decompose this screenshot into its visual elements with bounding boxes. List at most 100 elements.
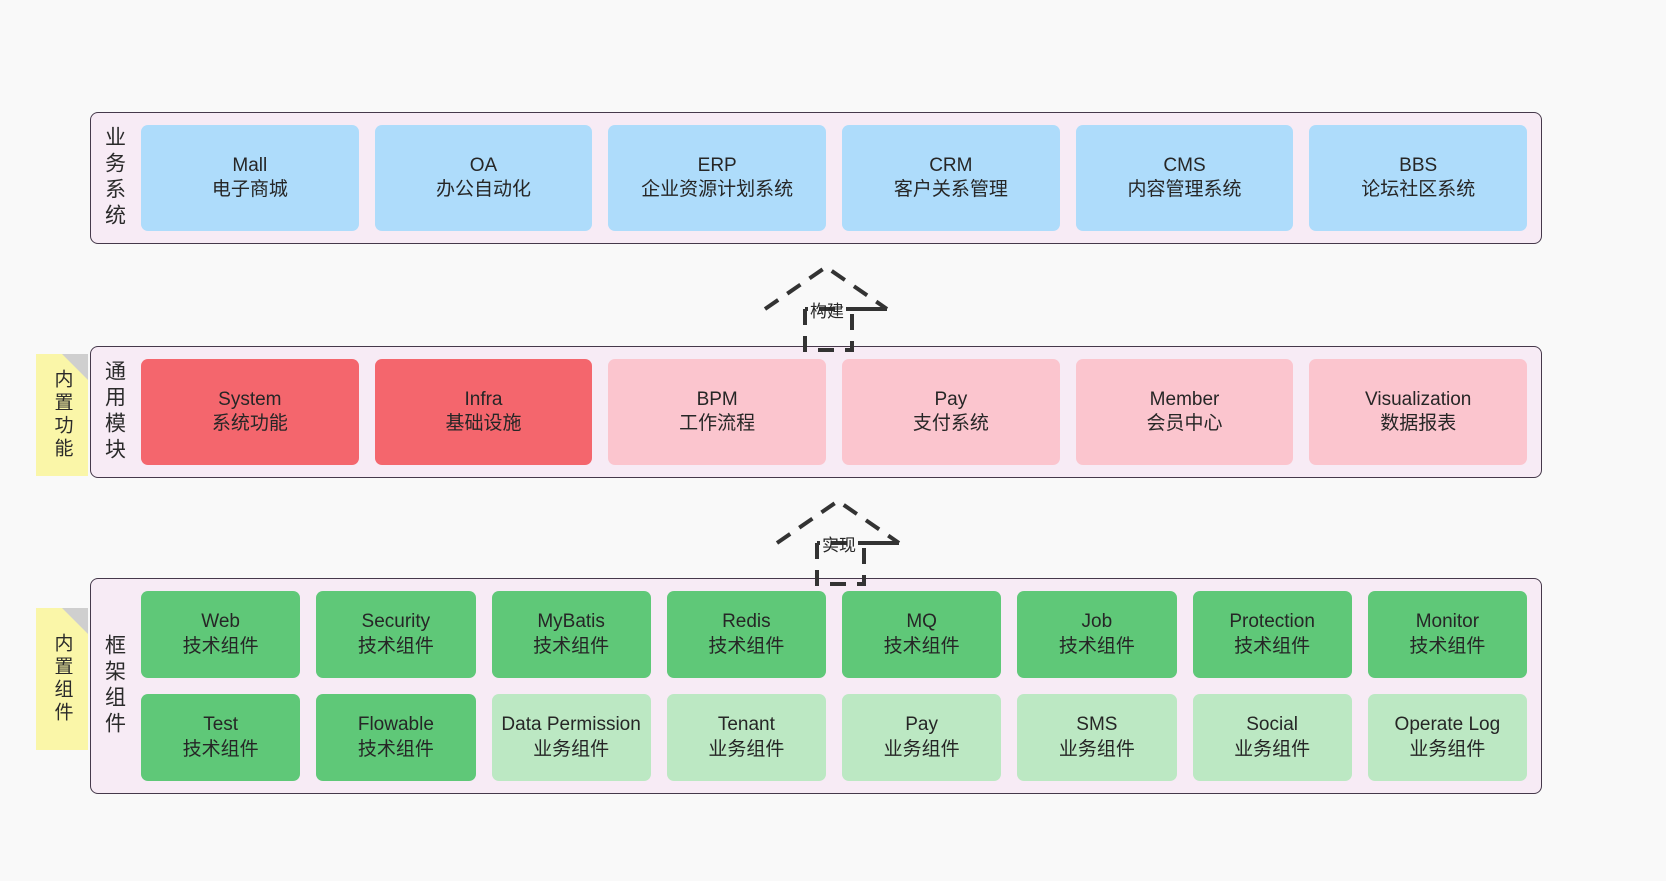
layer-business-systems-body: Mall 电子商城 OA 办公自动化 ERP 企业资源计划系统 CRM 客户关系… [137, 113, 1541, 243]
card-member-name: Member [1149, 388, 1220, 410]
card-operate-log-name: Operate Log [1394, 714, 1501, 736]
card-mall[interactable]: Mall 电子商城 [141, 125, 359, 231]
card-sms-desc: 业务组件 [1058, 738, 1135, 760]
card-data-permission[interactable]: Data Permission 业务组件 [491, 694, 651, 781]
card-mq-desc: 技术组件 [883, 635, 960, 657]
card-monitor-desc: 技术组件 [1409, 635, 1486, 657]
card-web-name: Web [201, 611, 240, 633]
card-erp-desc: 企业资源计划系统 [641, 179, 794, 200]
card-crm-name: CRM [929, 154, 973, 176]
card-oa[interactable]: OA 办公自动化 [374, 125, 593, 231]
card-job-desc: 技术组件 [1058, 635, 1135, 657]
framework-business-card-row: Test 技术组件 Flowable 技术组件 Data Permission … [141, 694, 1527, 781]
card-bpm[interactable]: BPM 工作流程 [608, 359, 827, 465]
sticky-fold-icon [62, 608, 88, 634]
layer-common-modules-body: System 系统功能 Infra 基础设施 BPM 工作流程 Pay 支付系统… [137, 347, 1541, 477]
card-oa-name: OA [469, 154, 498, 176]
layer-business-systems: 业务系统 Mall 电子商城 OA 办公自动化 ERP 企业资源计划系统 CRM… [90, 112, 1542, 244]
card-security-name: Security [361, 611, 431, 633]
card-security[interactable]: Security 技术组件 [316, 591, 476, 678]
layer-framework-components: 框架组件 Web 技术组件 Security 技术组件 MyBatis 技术组件… [90, 578, 1542, 794]
card-sms[interactable]: SMS 业务组件 [1017, 694, 1177, 781]
card-job[interactable]: Job 技术组件 [1017, 591, 1177, 678]
card-pay-module[interactable]: Pay 支付系统 [842, 359, 1060, 465]
card-protection-desc: 技术组件 [1234, 635, 1311, 657]
card-web-desc: 技术组件 [182, 635, 259, 657]
card-operate-log-desc: 业务组件 [1409, 738, 1486, 760]
card-flowable-name: Flowable [357, 714, 434, 736]
sticky-fold-icon [62, 354, 88, 380]
card-web[interactable]: Web 技术组件 [141, 591, 301, 678]
connector-implement: 实现 [772, 496, 922, 586]
card-cms-name: CMS [1163, 154, 1206, 176]
card-visualization[interactable]: Visualization 数据报表 [1309, 359, 1528, 465]
card-tenant-name: Tenant [717, 714, 775, 736]
card-protection[interactable]: Protection 技术组件 [1192, 591, 1352, 678]
card-security-desc: 技术组件 [357, 635, 434, 657]
card-infra[interactable]: Infra 基础设施 [374, 359, 593, 465]
card-test-desc: 技术组件 [182, 738, 259, 760]
card-visualization-name: Visualization [1365, 388, 1472, 410]
card-mq-name: MQ [906, 611, 937, 633]
layer-business-systems-title: 业务系统 [102, 126, 126, 230]
card-cms[interactable]: CMS 内容管理系统 [1075, 125, 1294, 231]
card-mybatis[interactable]: MyBatis 技术组件 [491, 591, 651, 678]
card-monitor-name: Monitor [1415, 611, 1480, 633]
card-bpm-desc: 工作流程 [679, 413, 756, 434]
card-visualization-desc: 数据报表 [1380, 413, 1457, 434]
card-sms-name: SMS [1076, 714, 1118, 736]
card-erp-name: ERP [697, 154, 737, 176]
card-tenant[interactable]: Tenant 业务组件 [666, 694, 826, 781]
card-mq[interactable]: MQ 技术组件 [842, 591, 1002, 678]
layer-framework-components-body: Web 技术组件 Security 技术组件 MyBatis 技术组件 Redi… [137, 579, 1541, 793]
card-pay-component-name: Pay [905, 714, 938, 736]
card-crm-desc: 客户关系管理 [893, 179, 1008, 200]
card-pay-component-desc: 业务组件 [883, 738, 960, 760]
card-mybatis-name: MyBatis [537, 611, 605, 633]
connector-implement-label: 实现 [822, 536, 856, 555]
common-card-row: System 系统功能 Infra 基础设施 BPM 工作流程 Pay 支付系统… [141, 359, 1528, 465]
card-system[interactable]: System 系统功能 [141, 359, 359, 465]
card-redis[interactable]: Redis 技术组件 [666, 591, 826, 678]
sticky-note-builtin-components-label: 内置组件 [51, 633, 73, 725]
sticky-note-builtin-components: 内置组件 [36, 608, 88, 750]
card-pay-component[interactable]: Pay 业务组件 [842, 694, 1002, 781]
card-bpm-name: BPM [696, 388, 738, 410]
card-redis-name: Redis [722, 611, 771, 633]
card-social-name: Social [1246, 714, 1298, 736]
connector-build: 构建 [760, 262, 910, 352]
card-data-permission-desc: 业务组件 [533, 738, 610, 760]
card-flowable[interactable]: Flowable 技术组件 [316, 694, 476, 781]
card-test[interactable]: Test 技术组件 [141, 694, 301, 781]
card-test-name: Test [203, 714, 239, 736]
connector-build-label: 构建 [810, 302, 844, 321]
card-job-name: Job [1081, 611, 1113, 633]
card-bbs[interactable]: BBS 论坛社区系统 [1309, 125, 1528, 231]
sticky-note-builtin-features: 内置功能 [36, 354, 88, 476]
card-mybatis-desc: 技术组件 [533, 635, 610, 657]
card-monitor[interactable]: Monitor 技术组件 [1367, 591, 1527, 678]
card-social[interactable]: Social 业务组件 [1192, 694, 1352, 781]
card-crm[interactable]: CRM 客户关系管理 [842, 125, 1060, 231]
framework-tech-card-row: Web 技术组件 Security 技术组件 MyBatis 技术组件 Redi… [141, 591, 1527, 678]
card-pay-module-name: Pay [934, 388, 968, 410]
card-mall-desc: 电子商城 [211, 179, 288, 200]
business-card-row: Mall 电子商城 OA 办公自动化 ERP 企业资源计划系统 CRM 客户关系… [141, 125, 1528, 231]
card-member-desc: 会员中心 [1146, 413, 1223, 434]
card-pay-module-desc: 支付系统 [912, 413, 989, 434]
card-cms-desc: 内容管理系统 [1127, 179, 1242, 200]
card-redis-desc: 技术组件 [708, 635, 785, 657]
card-oa-desc: 办公自动化 [436, 179, 532, 200]
card-system-desc: 系统功能 [211, 413, 288, 434]
card-infra-name: Infra [464, 388, 503, 410]
card-member[interactable]: Member 会员中心 [1075, 359, 1294, 465]
card-operate-log[interactable]: Operate Log 业务组件 [1367, 694, 1527, 781]
card-erp[interactable]: ERP 企业资源计划系统 [608, 125, 827, 231]
sticky-note-builtin-features-label: 内置功能 [51, 369, 73, 461]
card-bbs-desc: 论坛社区系统 [1361, 179, 1476, 200]
layer-framework-components-title: 框架组件 [102, 634, 126, 738]
card-protection-name: Protection [1229, 611, 1315, 633]
card-mall-name: Mall [232, 154, 268, 176]
card-system-name: System [218, 388, 282, 410]
